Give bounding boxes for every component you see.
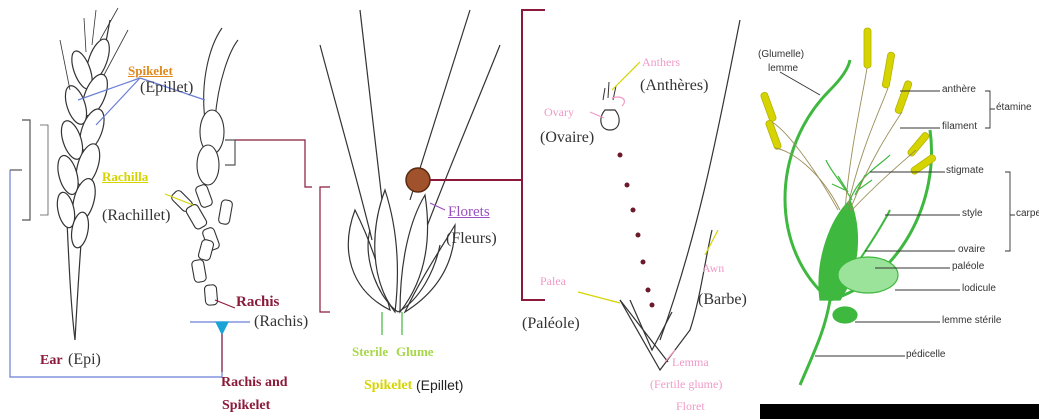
label-spikelet-2: Spikelet (222, 399, 270, 413)
label-florets: Florets (448, 205, 490, 220)
panel3-connector-lines (578, 62, 718, 362)
label-filament: filament (942, 122, 977, 132)
label-fleurs: (Fleurs) (446, 231, 497, 247)
label-epillet: (Epillet) (140, 80, 193, 96)
label-pedicelle: pédicelle (906, 350, 945, 360)
ovary-and-organs (819, 155, 898, 323)
label-lemme-sterile: lemme stérile (942, 316, 1001, 326)
label-etamine: étamine (996, 103, 1032, 113)
label-epi: (Epi) (68, 352, 101, 368)
label-barbe: (Barbe) (698, 292, 747, 308)
label-floret: Floret (676, 400, 705, 412)
label-sterile: Sterile (352, 345, 388, 358)
label-glume: Glume (396, 345, 434, 358)
label-paleole: (Paléole) (522, 316, 580, 332)
label-antheres: (Anthères) (640, 78, 708, 94)
label-ovaire-panel4: ovaire (958, 245, 985, 255)
label-rachis-and: Rachis and (221, 376, 288, 390)
spikelet-detail-illustration (170, 28, 238, 305)
label-spikelet-panel2: Spikelet (364, 379, 412, 393)
label-carpelle: carpelle (1016, 209, 1039, 219)
label-paleole-panel4: paléole (952, 262, 984, 272)
label-palea: Palea (540, 275, 566, 287)
label-stigmate: stigmate (946, 166, 984, 176)
label-rachilla: Rachilla (102, 170, 148, 183)
label-glumelle: (Glumelle) (758, 50, 804, 60)
label-anthers: Anthers (642, 56, 680, 68)
floret-illustration (601, 20, 740, 370)
floret-highlight-circle (406, 168, 430, 192)
label-lemma: Lemma (672, 356, 709, 368)
label-rachillet: (Rachillet) (102, 208, 170, 224)
black-footer-bar (760, 404, 1039, 419)
label-ovaire: (Ovaire) (540, 130, 594, 146)
label-style: style (962, 209, 983, 219)
label-epillet-panel2: (Epillet) (416, 378, 463, 392)
floret-dots (618, 153, 655, 308)
label-ear: Ear (40, 354, 63, 368)
label-lodicule: lodicule (962, 284, 996, 294)
label-fertile-glume: (Fertile glume) (650, 378, 722, 390)
label-rachis-fr: (Rachis) (254, 314, 308, 330)
panel1-connector-lines (10, 78, 312, 377)
spikelet-florets-illustration (320, 10, 500, 312)
label-ovary: Ovary (544, 106, 574, 118)
label-anthere: anthère (942, 85, 976, 95)
floret-cross-section-illustration (785, 60, 932, 385)
label-rachis: Rachis (236, 295, 279, 310)
label-awn: Awn (702, 262, 724, 274)
label-spikelet: Spikelet (128, 64, 173, 77)
label-lemme: lemme (768, 64, 798, 74)
filament-lines (772, 68, 916, 210)
